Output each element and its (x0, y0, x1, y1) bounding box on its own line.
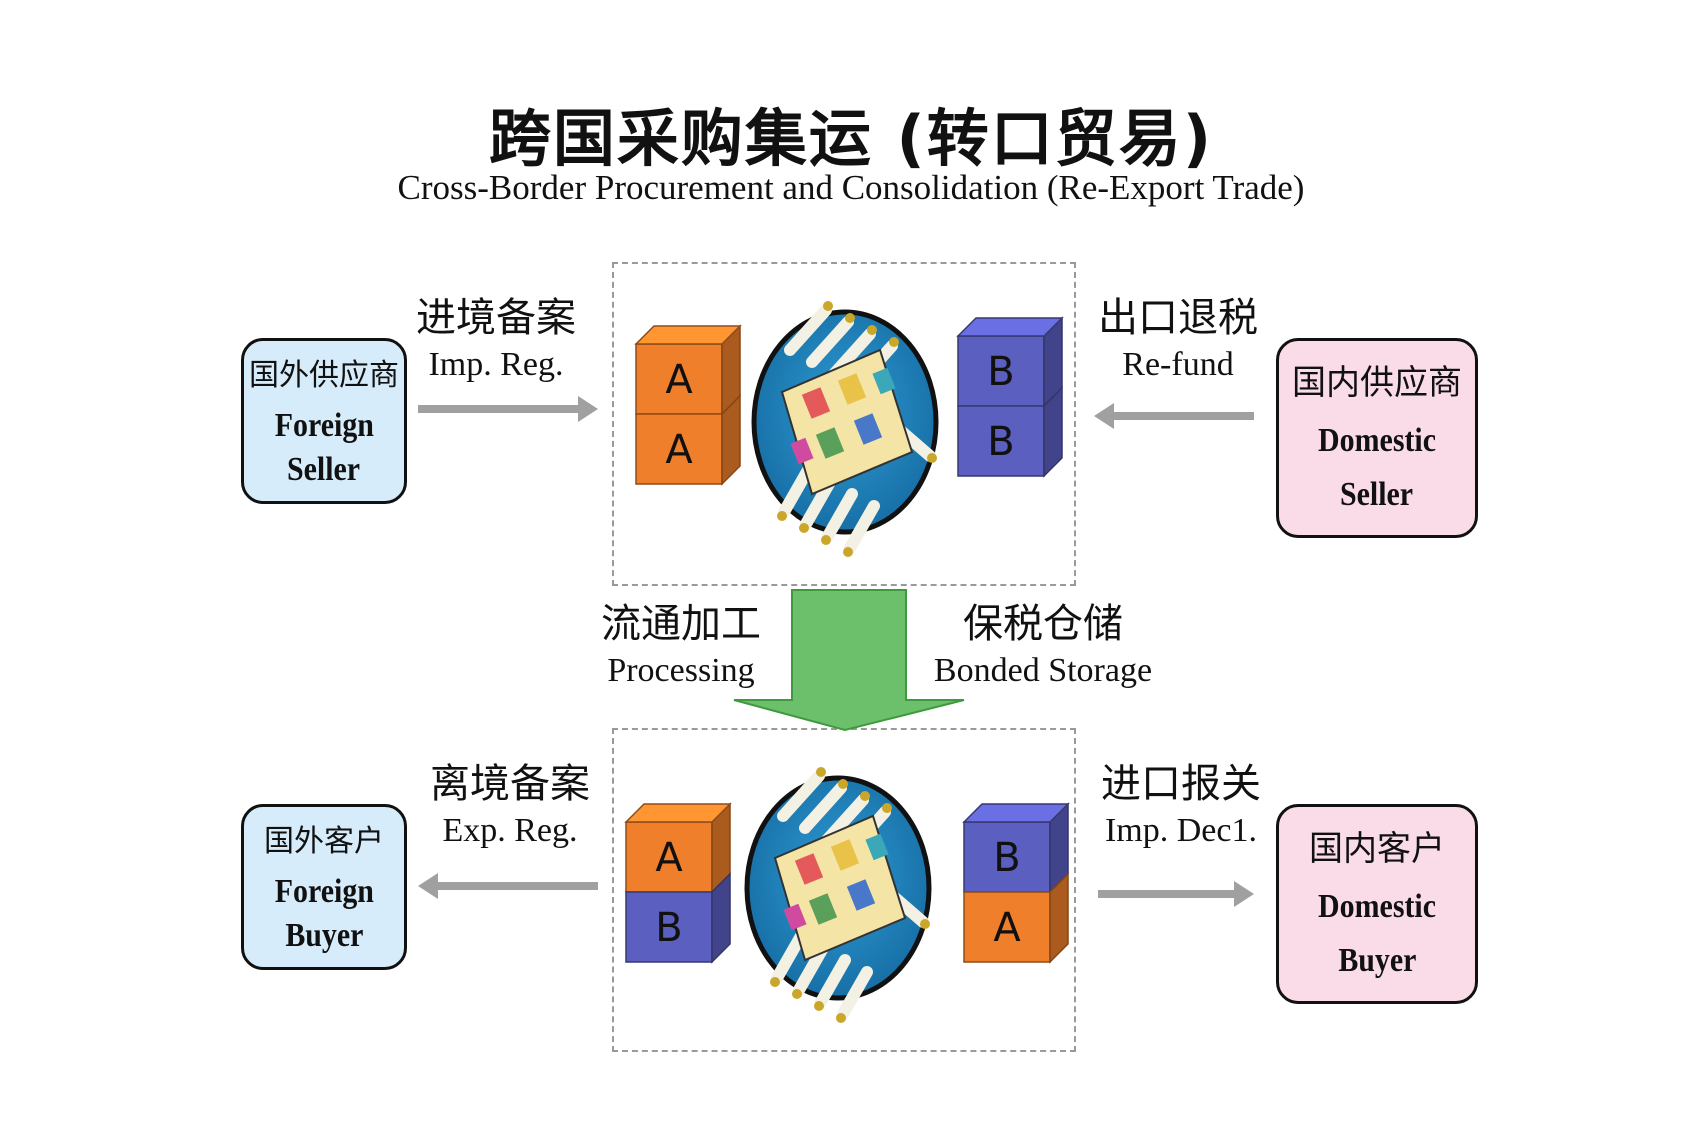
warehouse-zone-top (612, 262, 1076, 586)
cargo-box-a: A (624, 802, 732, 894)
cargo-box-b: B (956, 316, 1064, 408)
cargo-box-label: B (987, 419, 1014, 465)
arrow-import-registration (418, 396, 598, 422)
cargo-box-a: A (635, 394, 741, 486)
domestic-seller-zh: 国内供应商 (1292, 362, 1462, 403)
cargo-box-b: B (962, 802, 1070, 894)
cargo-stack-bottom-right: BA (962, 802, 1070, 964)
refund-en: Re-fund (1122, 346, 1234, 383)
foreign-buyer-en-2: Buyer (284, 917, 364, 954)
cargo-box-label: A (655, 835, 683, 881)
foreign-seller-en-2: Seller (287, 451, 361, 488)
import-registration-en: Imp. Reg. (428, 346, 564, 383)
cargo-box-b: B (957, 386, 1063, 478)
refund-label: 出口退税 Re-fund (1088, 292, 1268, 386)
domestic-seller-en-2: Seller (1340, 475, 1414, 513)
processing-label: 流通加工 Processing (586, 598, 776, 692)
foreign-seller-box: 国外供应商 Foreign Seller (241, 338, 407, 504)
cargo-stack-top-left: AA (634, 324, 742, 486)
import-declaration-zh: 进口报关 (1101, 761, 1261, 807)
title-chinese: 跨国采购集运 (转口贸易) (488, 102, 1214, 175)
domestic-buyer-zh: 国内客户 (1309, 828, 1445, 869)
import-declaration-label: 进口报关 Imp. Dec1. (1086, 758, 1276, 852)
processing-en: Processing (607, 652, 755, 689)
bonded-storage-zh: 保税仓储 (963, 601, 1123, 647)
import-registration-label: 进境备案 Imp. Reg. (398, 292, 594, 386)
domestic-buyer-box: 国内客户 Domestic Buyer (1276, 804, 1478, 1004)
cargo-box-label: A (993, 905, 1021, 951)
export-registration-en: Exp. Reg. (442, 812, 578, 849)
domestic-seller-en-1: Domestic (1318, 421, 1436, 459)
arrow-import-declaration (1098, 881, 1254, 907)
foreign-seller-zh: 国外供应商 (249, 358, 399, 393)
title-english: Cross-Border Procurement and Consolidati… (397, 168, 1305, 207)
arrow-refund (1094, 403, 1254, 429)
bonded-storage-label: 保税仓储 Bonded Storage (918, 598, 1168, 692)
bonded-storage-en: Bonded Storage (933, 652, 1153, 689)
domestic-seller-box: 国内供应商 Domestic Seller (1276, 338, 1478, 538)
arrow-export-registration (418, 873, 598, 899)
cargo-box-label: A (665, 427, 693, 473)
cargo-box-label: B (993, 835, 1020, 881)
domestic-buyer-en-2: Buyer (1337, 941, 1417, 979)
cargo-stack-top-right: BB (956, 316, 1064, 478)
processing-zh: 流通加工 (601, 601, 761, 647)
cargo-box-label: B (655, 905, 682, 951)
cargo-box-label: A (665, 357, 693, 403)
warehouse-hub-icon-top (751, 301, 939, 557)
cargo-box-a: A (963, 872, 1069, 964)
cargo-box-label: B (987, 349, 1014, 395)
foreign-buyer-box: 国外客户 Foreign Buyer (241, 804, 407, 970)
export-registration-label: 离境备案 Exp. Reg. (412, 758, 608, 852)
foreign-seller-en-1: Foreign (274, 407, 374, 444)
import-registration-zh: 进境备案 (416, 295, 576, 341)
down-arrow-processing (733, 589, 965, 732)
warehouse-hub-icon-bottom (744, 767, 932, 1023)
cargo-box-a: A (634, 324, 742, 416)
import-declaration-en: Imp. Dec1. (1104, 812, 1257, 849)
foreign-buyer-en-1: Foreign (274, 873, 374, 910)
domestic-buyer-en-1: Domestic (1318, 887, 1436, 925)
export-registration-zh: 离境备案 (430, 761, 590, 807)
cargo-stack-bottom-left: AB (624, 802, 732, 964)
refund-zh: 出口退税 (1098, 295, 1258, 341)
foreign-buyer-zh: 国外客户 (264, 824, 384, 859)
cargo-box-b: B (625, 872, 731, 964)
